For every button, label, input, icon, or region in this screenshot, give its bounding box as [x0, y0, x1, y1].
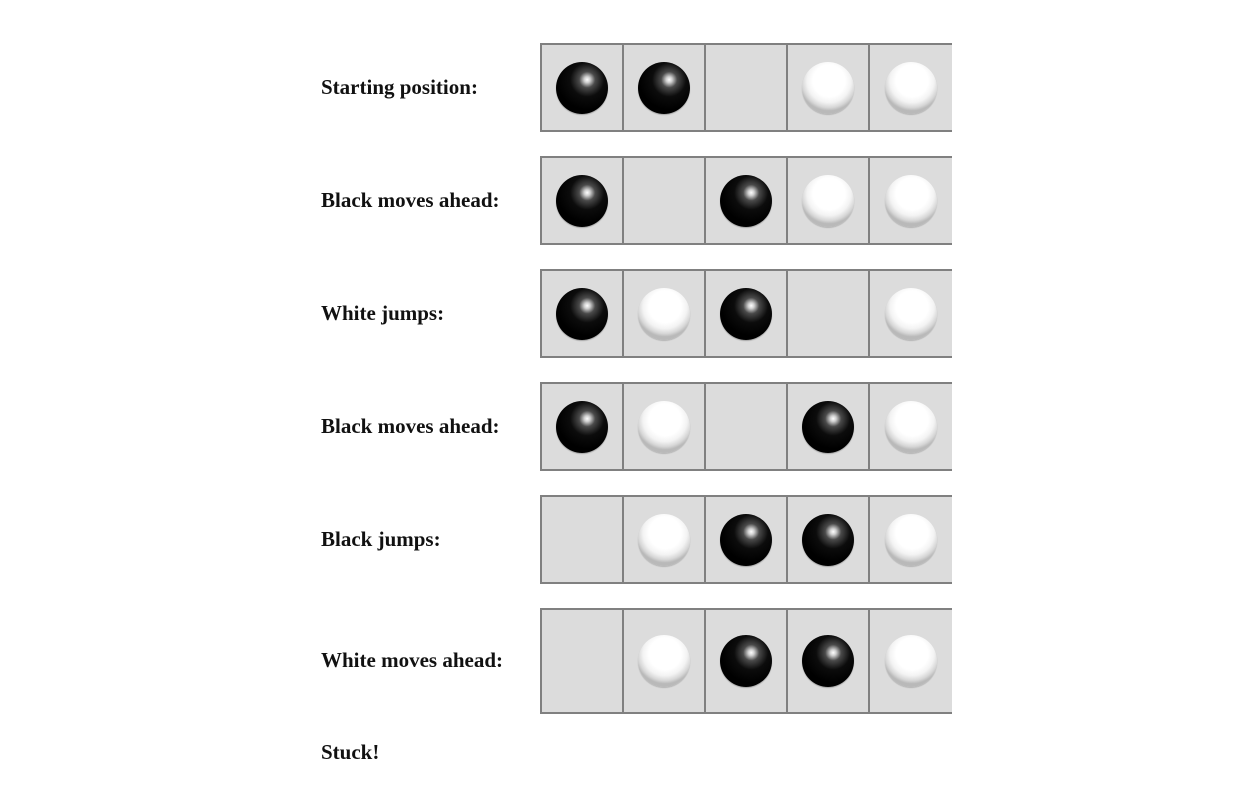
white-piece-icon [885, 513, 937, 566]
black-piece-icon [720, 635, 772, 687]
step-label: Black moves ahead: [321, 414, 500, 438]
board-cell [788, 158, 870, 243]
step-label: White moves ahead: [321, 648, 503, 672]
board-cell [870, 610, 952, 712]
black-piece-icon [556, 287, 608, 340]
board-cell [624, 271, 706, 356]
board-row [540, 608, 952, 714]
board-cell [624, 610, 706, 712]
board-cell [624, 158, 706, 243]
board-cell [706, 45, 788, 130]
board-row [540, 43, 952, 132]
board-cell [542, 158, 624, 243]
black-piece-icon [720, 513, 772, 566]
board-row [540, 382, 952, 471]
black-piece-icon [556, 174, 608, 227]
board-cell [788, 45, 870, 130]
white-piece-icon [638, 400, 690, 453]
step-label: Black jumps: [321, 527, 441, 551]
board-row [540, 269, 952, 358]
white-piece-icon [802, 61, 854, 114]
black-piece-icon [556, 61, 608, 114]
board-cell [542, 271, 624, 356]
board-cell [870, 271, 952, 356]
board-cell [706, 610, 788, 712]
board-cell [870, 497, 952, 582]
step-label: Starting position: [321, 75, 478, 99]
board-cell [542, 497, 624, 582]
board-cell [706, 158, 788, 243]
board-cell [542, 384, 624, 469]
board-cell [788, 384, 870, 469]
black-piece-icon [720, 287, 772, 340]
white-piece-icon [885, 635, 937, 687]
board-cell [788, 271, 870, 356]
board-cell [788, 610, 870, 712]
step-label: Black moves ahead: [321, 188, 500, 212]
white-piece-icon [885, 287, 937, 340]
black-piece-icon [638, 61, 690, 114]
board-cell [870, 45, 952, 130]
board-cell [706, 384, 788, 469]
white-piece-icon [885, 61, 937, 114]
black-piece-icon [802, 400, 854, 453]
white-piece-icon [638, 287, 690, 340]
board-cell [706, 271, 788, 356]
board-cell [870, 384, 952, 469]
board-row [540, 495, 952, 584]
step-label: White jumps: [321, 301, 445, 325]
board-cell [706, 497, 788, 582]
board-cell [788, 497, 870, 582]
result-text: Stuck! [321, 740, 380, 764]
white-piece-icon [802, 174, 854, 227]
black-piece-icon [556, 400, 608, 453]
black-piece-icon [720, 174, 772, 227]
board-row [540, 156, 952, 245]
white-piece-icon [638, 513, 690, 566]
white-piece-icon [885, 400, 937, 453]
board-cell [624, 45, 706, 130]
board-cell [542, 45, 624, 130]
board-cell [870, 158, 952, 243]
black-piece-icon [802, 635, 854, 687]
board-cell [624, 497, 706, 582]
white-piece-icon [885, 174, 937, 227]
board-cell [542, 610, 624, 712]
white-piece-icon [638, 635, 690, 687]
board-cell [624, 384, 706, 469]
black-piece-icon [802, 513, 854, 566]
